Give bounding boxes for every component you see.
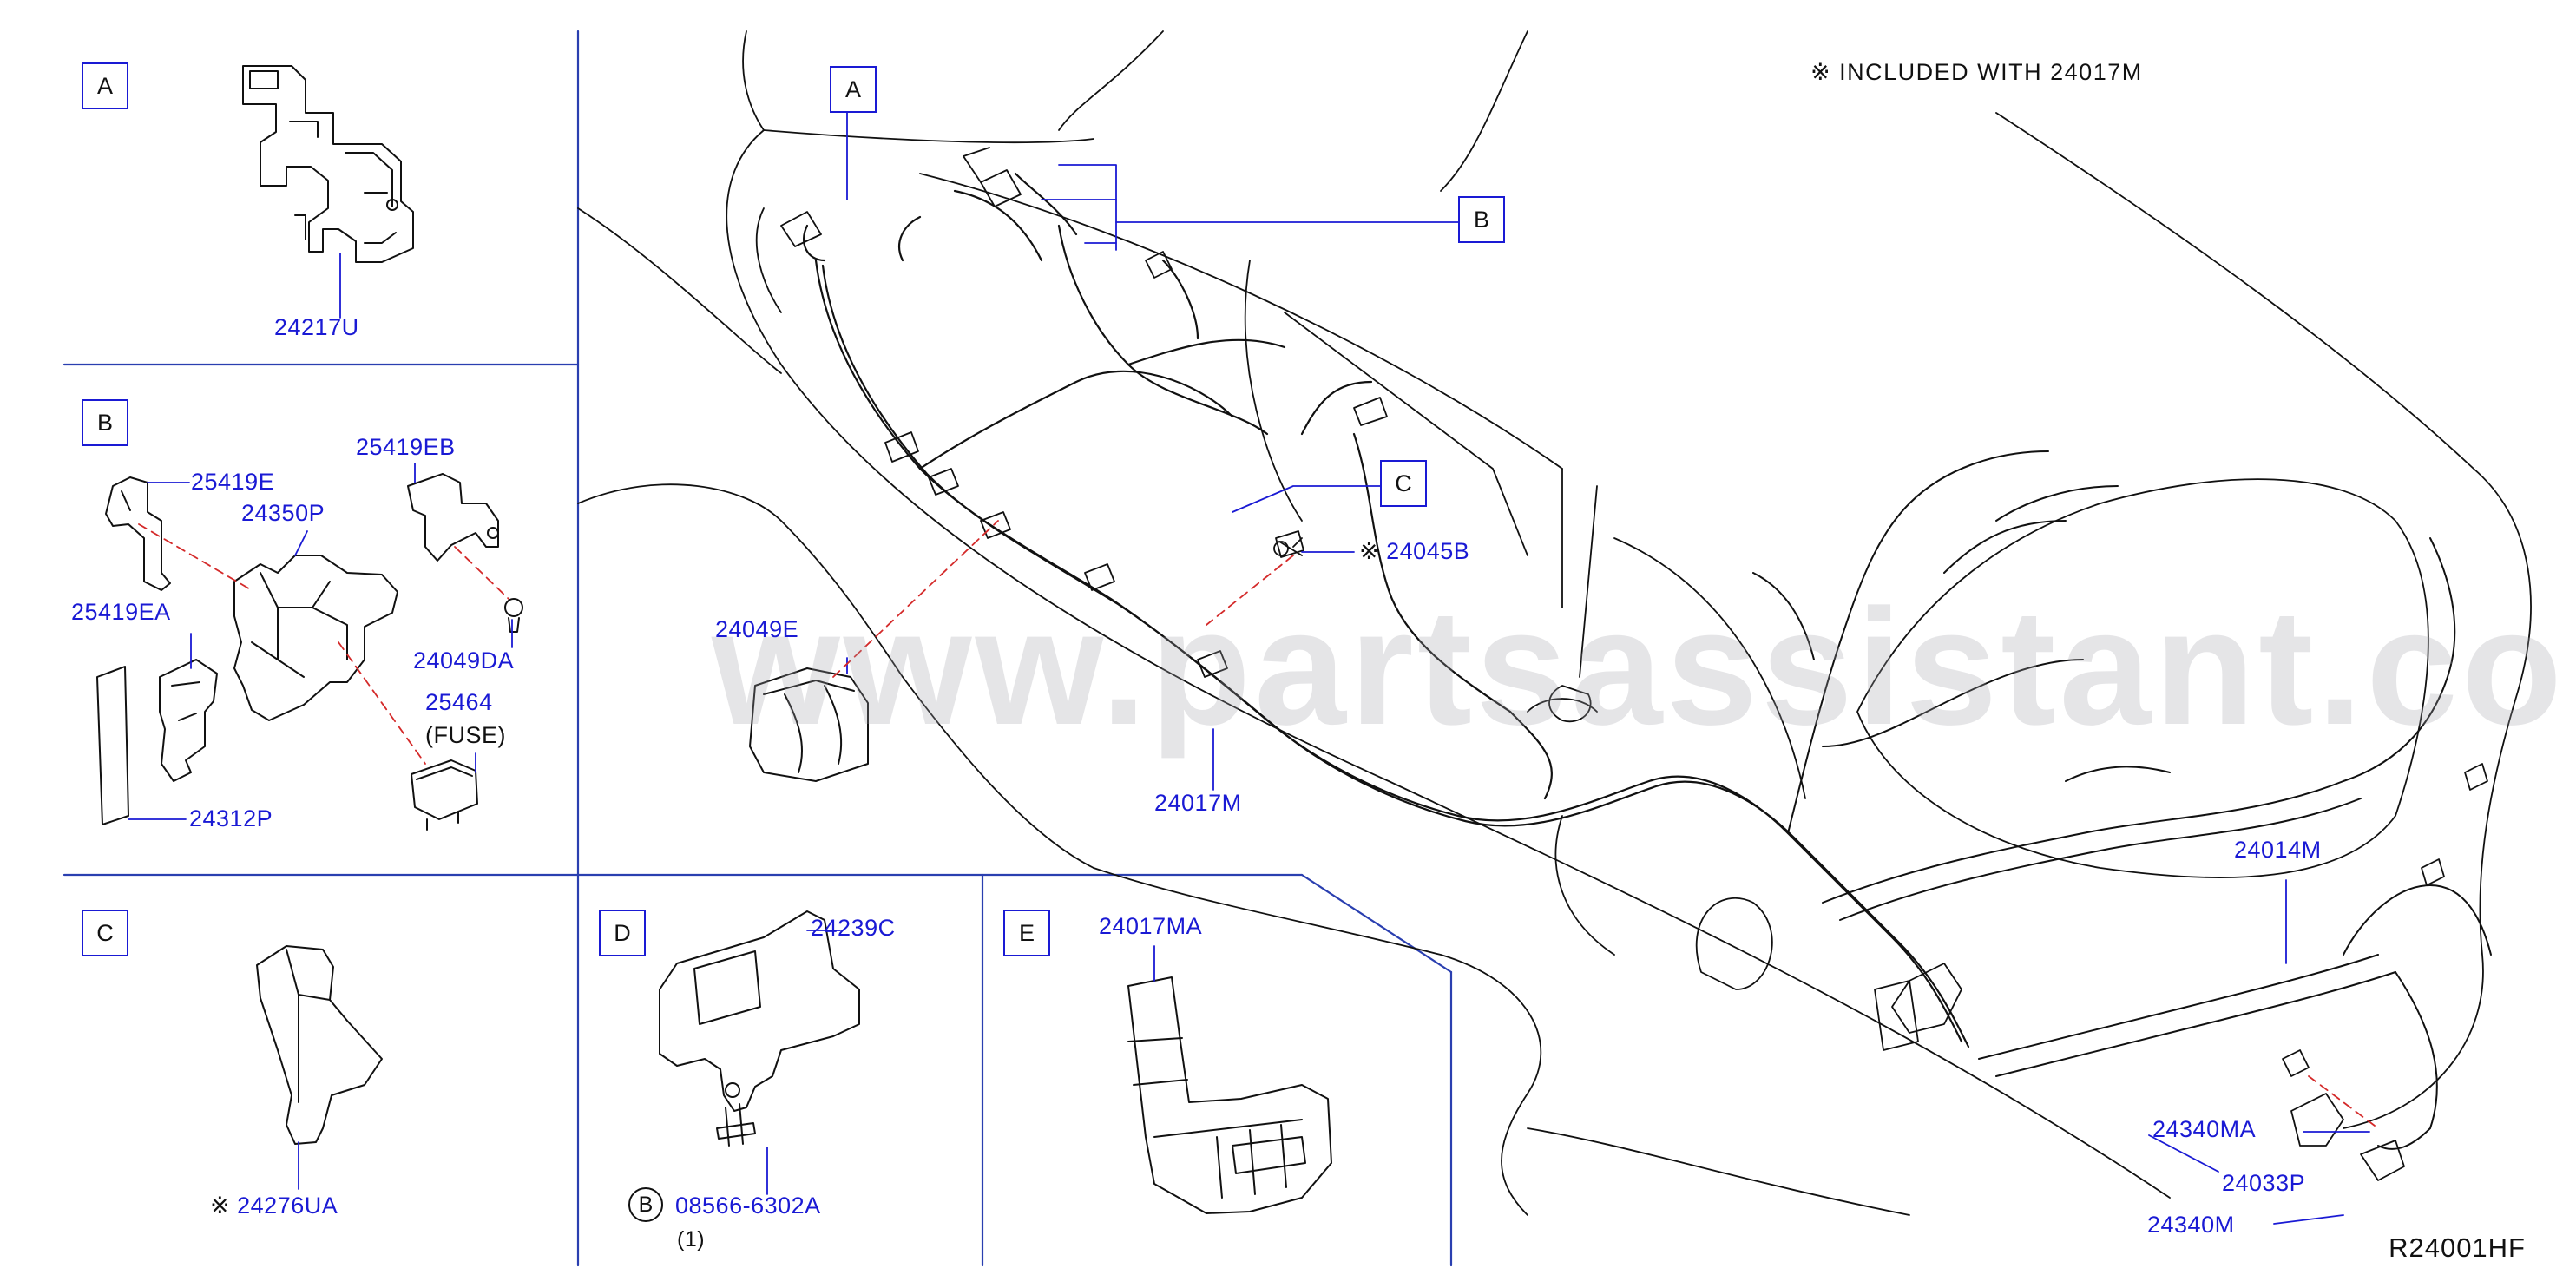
part-24276UA: ※ 24276UA	[210, 1194, 338, 1218]
grommet-24049E	[749, 667, 869, 782]
part-24239C: 24239C	[811, 915, 896, 941]
bracket-24239C	[659, 910, 860, 1147]
assembly-lines	[138, 520, 2379, 1129]
harness-24014M	[1752, 450, 2492, 1150]
part-24045B: ※ 24045B	[1359, 540, 1469, 563]
part-24350P: 24350P	[241, 500, 325, 526]
harness-connectors	[780, 147, 2488, 1181]
part-25419EB: 25419EB	[356, 434, 456, 460]
part-24033P: 24033P	[2222, 1170, 2306, 1196]
callout-box-a: A	[830, 66, 877, 113]
part-24017M: 24017M	[1154, 790, 1242, 816]
part-25419E: 25419E	[191, 469, 275, 495]
watermark: www.partsassistant.com	[712, 575, 2576, 759]
fuse-label: (FUSE)	[425, 722, 506, 748]
panel-label-b: B	[82, 399, 128, 446]
included-note: ※ INCLUDED WITH 24017M	[1810, 59, 2143, 86]
part-24045B-number: 24045B	[1386, 538, 1470, 564]
panel-label-e: E	[1003, 910, 1050, 956]
bolt-symbol-b: B	[628, 1187, 663, 1222]
panel-label-d: D	[599, 910, 646, 956]
part-24049DA: 24049DA	[413, 647, 515, 674]
reference-mark: ※	[210, 1193, 231, 1219]
part-24217U: 24217U	[274, 314, 359, 340]
drawing-code: R24001HF	[2389, 1232, 2526, 1263]
bracket-24217U	[242, 65, 414, 263]
part-25419EA: 25419EA	[71, 599, 171, 625]
part-24340MA: 24340MA	[2152, 1116, 2257, 1142]
part-25464: 25464	[425, 689, 493, 715]
part-24340M: 24340M	[2147, 1212, 2235, 1238]
part-08566-6302A: 08566-6302A	[675, 1193, 821, 1219]
panel-dividers	[62, 30, 1453, 1267]
fuse-block-24017MA	[1127, 976, 1332, 1214]
reference-mark: ※	[1359, 538, 1380, 564]
panel-b-parts	[96, 473, 523, 831]
quantity-label: (1)	[677, 1227, 706, 1252]
part-24276UA-number: 24276UA	[237, 1193, 338, 1219]
panel-label-c: C	[82, 910, 128, 956]
leader-lines	[128, 86, 2370, 1225]
callout-box-b: B	[1458, 196, 1505, 243]
part-24014M: 24014M	[2234, 837, 2322, 863]
clip-24276UA	[256, 945, 383, 1145]
harness-24017M	[803, 172, 1970, 1048]
part-24017MA: 24017MA	[1099, 913, 1203, 939]
reference-mark: ※	[1810, 59, 1832, 85]
callout-box-c: C	[1380, 460, 1427, 507]
part-24312P: 24312P	[189, 805, 273, 831]
panel-label-a: A	[82, 62, 128, 109]
part-24049E: 24049E	[715, 616, 799, 642]
included-note-text: INCLUDED WITH 24017M	[1839, 59, 2143, 85]
